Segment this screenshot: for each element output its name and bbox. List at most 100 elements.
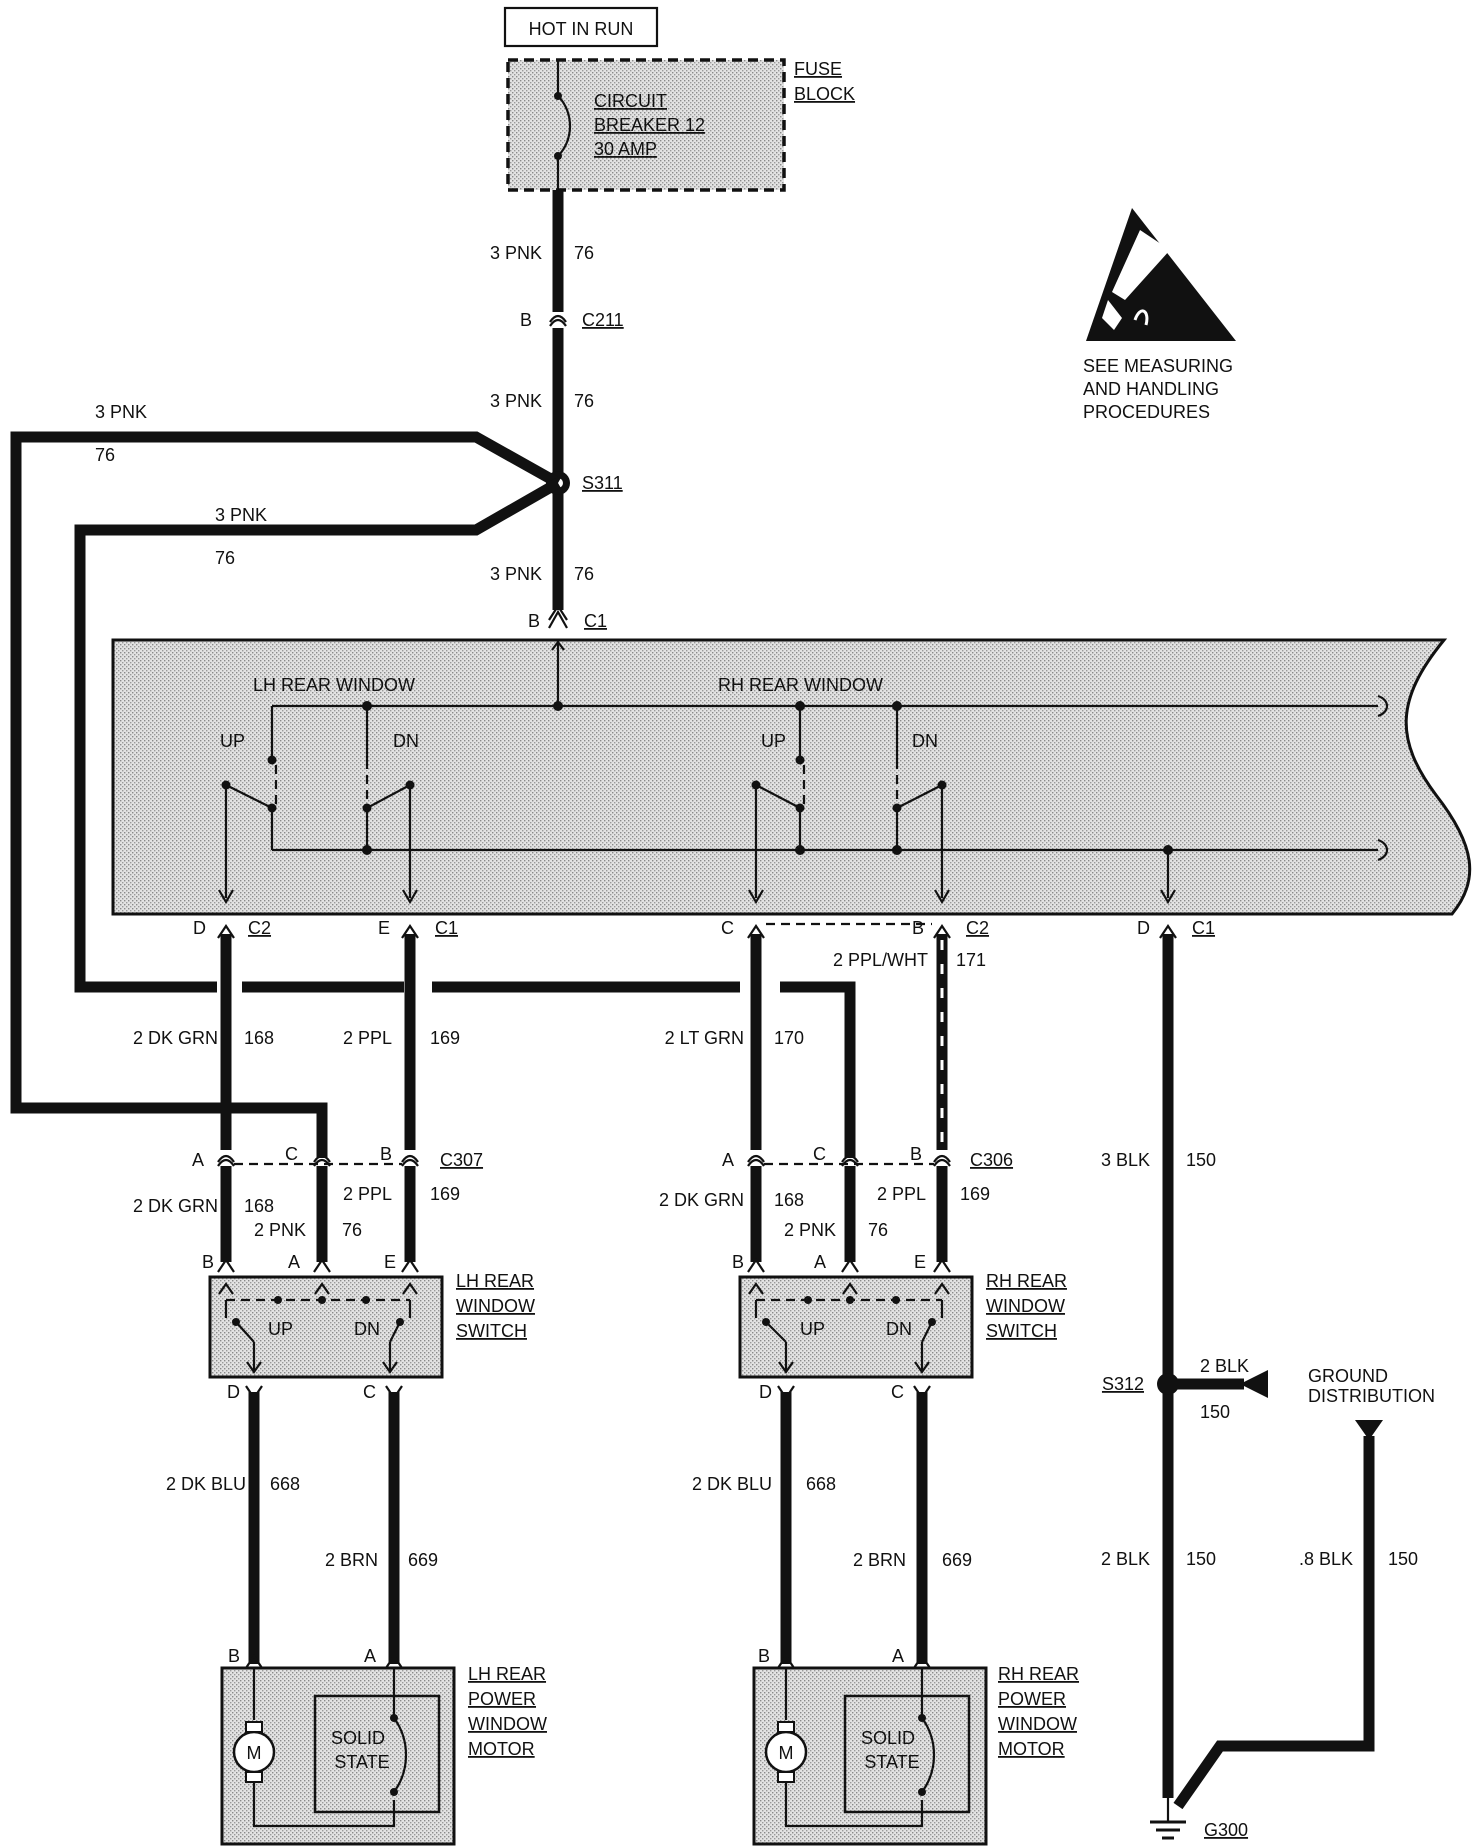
rh-switch-dn: DN (886, 1319, 912, 1339)
lh-motor-label-4: MOTOR (468, 1739, 535, 1759)
lh-76-circuit: 76 (342, 1220, 362, 1240)
c306-pin-c: C (813, 1144, 826, 1164)
lh-169-circuit-1: 169 (430, 1028, 460, 1048)
gnd-150-label-1: 3 BLK (1101, 1150, 1150, 1170)
pin-b-c1: B (528, 611, 540, 631)
lh-168-circuit-2: 168 (244, 1196, 274, 1216)
rh-668-circuit: 668 (806, 1474, 836, 1494)
c307-pin-a: A (192, 1150, 204, 1170)
lh-169-circuit-2: 169 (430, 1184, 460, 1204)
connector-c1-gnd: C1 (1192, 918, 1215, 938)
lh-wire-169: 2 PPL 169 2 PPL 169 (343, 924, 460, 1273)
rh-wire-171: 2 PPL/WHT 171 2 PPL 169 (833, 924, 990, 1273)
lh-solid-state-1: SOLID (331, 1728, 385, 1748)
hot-in-run-label: HOT IN RUN (529, 19, 634, 39)
lh-motor-label-2: POWER (468, 1689, 536, 1709)
rh-76-label: 2 PNK (784, 1220, 836, 1240)
connector-c2-lh: C2 (248, 918, 271, 938)
pnk-loop-outer: 3 PNK 76 (10, 402, 561, 1158)
feed-wire-76: 3 PNK 76 B C211 3 PNK 76 S311 3 PNK 76 B… (490, 190, 624, 631)
window-control-module: LH REAR WINDOW RH REAR WINDOW UP DN (111, 638, 1472, 916)
rh-motor-pin-a: A (892, 1646, 904, 1666)
pin-b-c211: B (520, 310, 532, 330)
fuse-block: CIRCUIT BREAKER 12 30 AMP FUSE BLOCK (506, 58, 855, 192)
pin-d-c2-lh: D (193, 918, 206, 938)
rh-switch-label-1: RH REAR (986, 1271, 1067, 1291)
lh-motor-label-3: WINDOW (468, 1714, 547, 1734)
lh-169-label-2: 2 PPL (343, 1184, 392, 1204)
breaker-label-1: CIRCUIT (594, 91, 667, 111)
splice-s311: S311 (582, 473, 623, 493)
lh-168-label-1: 2 DK GRN (133, 1028, 218, 1048)
connector-c1-top: C1 (584, 611, 607, 631)
ground-distribution-label-2: DISTRIBUTION (1308, 1386, 1435, 1406)
gnd-08-circuit: 150 (1388, 1549, 1418, 1569)
rh-rear-power-window-motor: B A M SOLID STATE RH REAR POWER WINDOW M… (752, 1646, 1079, 1846)
lh-169-label-1: 2 PPL (343, 1028, 392, 1048)
module-connectors: D C2 E C1 C B C2 D C1 (193, 918, 1215, 938)
lh-dn-label: DN (393, 731, 419, 751)
lh-switch-pin-a: A (288, 1252, 300, 1272)
lh-solid-state-2: STATE (334, 1752, 389, 1772)
rh-wire-668: D 2 DK BLU 668 (692, 1382, 836, 1669)
rh-switch-label-3: SWITCH (986, 1321, 1057, 1341)
rh-motor-m: M (779, 1743, 794, 1763)
rh-switch-pin-a: A (814, 1252, 826, 1272)
esd-text-3: PROCEDURES (1083, 402, 1210, 422)
splice-s312: S312 (1102, 1374, 1144, 1394)
rh-170-circuit: 170 (774, 1028, 804, 1048)
rh-motor-label-4: MOTOR (998, 1739, 1065, 1759)
wire-label-pnk-2: 3 PNK (490, 391, 542, 411)
wire-label-pnk-3: 3 PNK (490, 564, 542, 584)
lh-wire-668: D 2 DK BLU 668 (166, 1382, 300, 1669)
lh-switch-up: UP (268, 1319, 293, 1339)
lh-motor-m: M (247, 1743, 262, 1763)
lh-switch-pin-c: C (363, 1382, 376, 1402)
rh-171-label: 2 PPL/WHT (833, 950, 928, 970)
rh-wire-76: 2 PNK 76 (784, 1154, 888, 1273)
rh-switch-pin-c: C (891, 1382, 904, 1402)
pin-d-c1-gnd: D (1137, 918, 1150, 938)
rh-dn-label: DN (912, 731, 938, 751)
rh-170-label: 2 LT GRN (665, 1028, 744, 1048)
gnd-150-label-2: 2 BLK (1101, 1549, 1150, 1569)
gnd-150-circuit-2: 150 (1186, 1549, 1216, 1569)
lh-168-circuit-1: 168 (244, 1028, 274, 1048)
lh-76-label: 2 PNK (254, 1220, 306, 1240)
rh-switch-up: UP (800, 1319, 825, 1339)
lh-669-label: 2 BRN (325, 1550, 378, 1570)
c306-pin-a: A (722, 1150, 734, 1170)
rh-wire-669: C 2 BRN 669 (853, 1382, 972, 1669)
lh-motor-label-1: LH REAR (468, 1664, 546, 1684)
lh-wire-669: C 2 BRN 669 (325, 1382, 438, 1669)
rh-motor-pin-b: B (758, 1646, 770, 1666)
rh-168-label: 2 DK GRN (659, 1190, 744, 1210)
lh-wire-76: 2 PNK 76 (254, 1154, 362, 1273)
lh-switch-pin-d: D (227, 1382, 240, 1402)
lh-switch-pin-e: E (384, 1252, 396, 1272)
rh-rear-window-switch: B A E UP DN RH REAR WINDOW SWITCH (732, 1252, 1067, 1379)
rh-switch-pin-d: D (759, 1382, 772, 1402)
ground-wire-150: 3 BLK 150 S312 2 BLK 150 GROUND DISTRIBU… (1101, 924, 1435, 1798)
rh-171-circuit: 171 (956, 950, 986, 970)
wire-label-pnk-1: 3 PNK (490, 243, 542, 263)
pin-e-c1-lh: E (378, 918, 390, 938)
lh-switch-pin-b: B (202, 1252, 214, 1272)
pin-c-c2-rh: C (721, 918, 734, 938)
rh-668-label: 2 DK BLU (692, 1474, 772, 1494)
rh-up-label: UP (761, 731, 786, 751)
esd-warning-icon (1086, 208, 1236, 341)
loop-inner-wire-label: 3 PNK (215, 505, 267, 525)
loop-inner-circuit: 76 (215, 548, 235, 568)
esd-text-2: AND HANDLING (1083, 379, 1219, 399)
connector-c307: A C B C307 (192, 1144, 483, 1170)
rh-switch-pin-e: E (914, 1252, 926, 1272)
gnd-150-circuit-1: 150 (1186, 1150, 1216, 1170)
rh-rear-window-label: RH REAR WINDOW (718, 675, 883, 695)
rh-motor-label-2: POWER (998, 1689, 1066, 1709)
gnd-distribution-wire-label: 2 BLK (1200, 1356, 1249, 1376)
esd-text-1: SEE MEASURING (1083, 356, 1233, 376)
lh-motor-pin-a: A (364, 1646, 376, 1666)
c306-pin-b: B (910, 1144, 922, 1164)
